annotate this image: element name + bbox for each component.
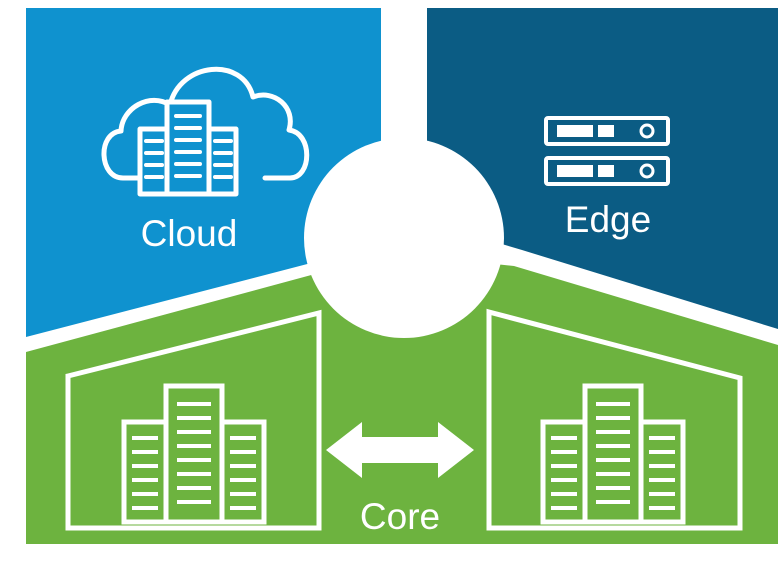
server-unit	[544, 156, 670, 186]
cloud-label: Cloud	[141, 213, 238, 254]
datacenter-left-icon	[65, 309, 322, 531]
hub-circle	[304, 138, 504, 338]
core-label: Core	[360, 496, 440, 537]
cloud-section: Cloud	[26, 8, 381, 337]
edge-section: Edge	[427, 8, 778, 329]
edge-label: Edge	[565, 199, 651, 240]
bidirectional-arrow-icon	[326, 422, 474, 478]
datacenter-right-icon	[486, 308, 743, 531]
server-unit	[544, 116, 670, 146]
rack-server-icon	[544, 116, 670, 186]
cloud-datacenter-icon	[101, 66, 310, 197]
core-section: Core	[26, 254, 778, 544]
